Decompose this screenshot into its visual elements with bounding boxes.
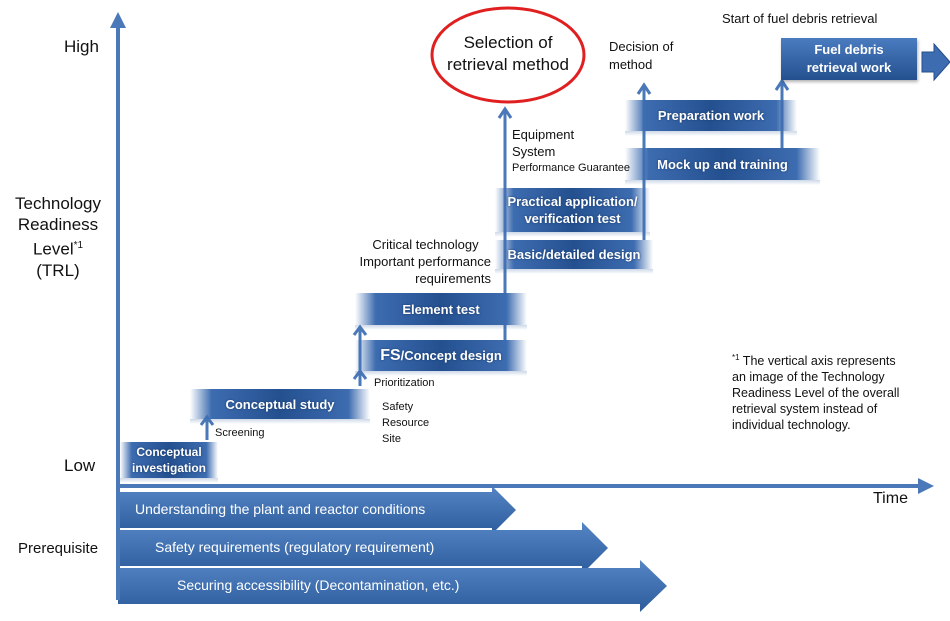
selection-highlight-ellipse bbox=[430, 6, 586, 104]
prerequisite-label: Prerequisite bbox=[18, 540, 99, 557]
label-line: requirements bbox=[415, 271, 491, 286]
criteria-item: Safety bbox=[382, 401, 414, 413]
prereq-safety-requirements: Safety requirements (regulatory requirem… bbox=[155, 539, 435, 555]
axis-time-label: Time bbox=[873, 490, 908, 507]
label-start-of-retrieval: Start of fuel debris retrieval bbox=[722, 11, 878, 26]
footnote-line: individual technology. bbox=[732, 418, 851, 433]
step-label: verification test bbox=[524, 211, 621, 226]
label-line: method bbox=[609, 57, 653, 72]
label-equipment: Equipment System Performance Guarantee bbox=[512, 126, 630, 177]
step-basic-detailed-design: Basic/detailed design bbox=[495, 240, 653, 274]
prereq-arrow-1 bbox=[118, 486, 516, 534]
label-line: Selection of bbox=[463, 33, 553, 52]
label-line: Performance Guarantee bbox=[512, 162, 631, 174]
prereq-arrow-2 bbox=[118, 522, 608, 574]
footnote-mark: *1 bbox=[732, 353, 740, 362]
footnote-line: an image of the Technology bbox=[732, 370, 885, 385]
label-line: Critical technology bbox=[372, 237, 479, 252]
step-label: retrieval work bbox=[806, 60, 892, 75]
step-label: investigation bbox=[131, 461, 206, 475]
label-line: Decision of bbox=[609, 39, 674, 54]
step-element-test: Element test bbox=[355, 293, 527, 330]
horizontal-axis-arrowhead bbox=[918, 478, 934, 494]
footnote-line: retrieval system instead of bbox=[732, 402, 878, 417]
step-practical-application: Practical application/ verification test bbox=[495, 188, 650, 237]
label-prioritization: Prioritization bbox=[374, 377, 435, 389]
trl-footnote-mark: *1 bbox=[73, 240, 84, 251]
trl-line: Technology bbox=[14, 194, 101, 213]
label-line: Equipment bbox=[512, 127, 575, 142]
step-fuel-debris-retrieval-work: Fuel debris retrieval work bbox=[781, 38, 917, 80]
trl-line: (TRL) bbox=[36, 260, 80, 280]
trl-line: Level bbox=[32, 239, 74, 259]
vertical-axis-arrowhead bbox=[110, 12, 126, 28]
footnote-line: Readiness Level of the overall bbox=[732, 386, 900, 401]
axis-low-label: Low bbox=[64, 456, 96, 475]
label-decision-of-method: Decision of method bbox=[609, 38, 673, 74]
step-preparation-work: Preparation work bbox=[625, 100, 797, 136]
continue-arrow-icon bbox=[921, 42, 950, 82]
label-line: retrieval method bbox=[447, 55, 569, 74]
step-fs-prefix: FS bbox=[380, 347, 401, 364]
step-fs-concept-design: FS/Concept design bbox=[355, 340, 527, 376]
step-label: /Concept design bbox=[400, 348, 502, 363]
footnote-line: The vertical axis represents bbox=[739, 354, 896, 369]
step-label: Fuel debris bbox=[814, 42, 884, 57]
prereq-accessibility: Securing accessibility (Decontamination,… bbox=[177, 577, 460, 593]
axis-high-label: High bbox=[64, 37, 99, 56]
label-criteria: Safety Resource Site bbox=[382, 399, 429, 447]
trl-line: Readiness bbox=[17, 215, 99, 234]
step-label: Practical application/ bbox=[507, 194, 638, 209]
label-screening: Screening bbox=[215, 427, 265, 439]
footnote: *1 The vertical axis represents an image… bbox=[732, 350, 899, 433]
arrow-prioritization bbox=[352, 324, 368, 386]
label-selection-of-retrieval-method: Selection of retrieval method bbox=[432, 32, 584, 76]
label-line: Important performance bbox=[359, 254, 491, 269]
label-critical-technology: Critical technology Important performanc… bbox=[330, 236, 491, 287]
step-mockup-training: Mock up and training bbox=[625, 148, 820, 185]
step-conceptual-study: Conceptual study bbox=[190, 389, 370, 424]
criteria-item: Resource bbox=[382, 417, 430, 429]
prereq-arrow-3 bbox=[118, 560, 667, 612]
criteria-item: Site bbox=[382, 433, 401, 445]
trl-axis-title: Technology Readiness Level*1 (TRL) bbox=[8, 193, 108, 281]
step-label: Conceptual bbox=[136, 445, 202, 459]
label-line: System bbox=[512, 144, 556, 159]
prereq-plant-conditions: Understanding the plant and reactor cond… bbox=[135, 501, 426, 517]
step-conceptual-investigation: Conceptual investigation bbox=[120, 442, 218, 483]
